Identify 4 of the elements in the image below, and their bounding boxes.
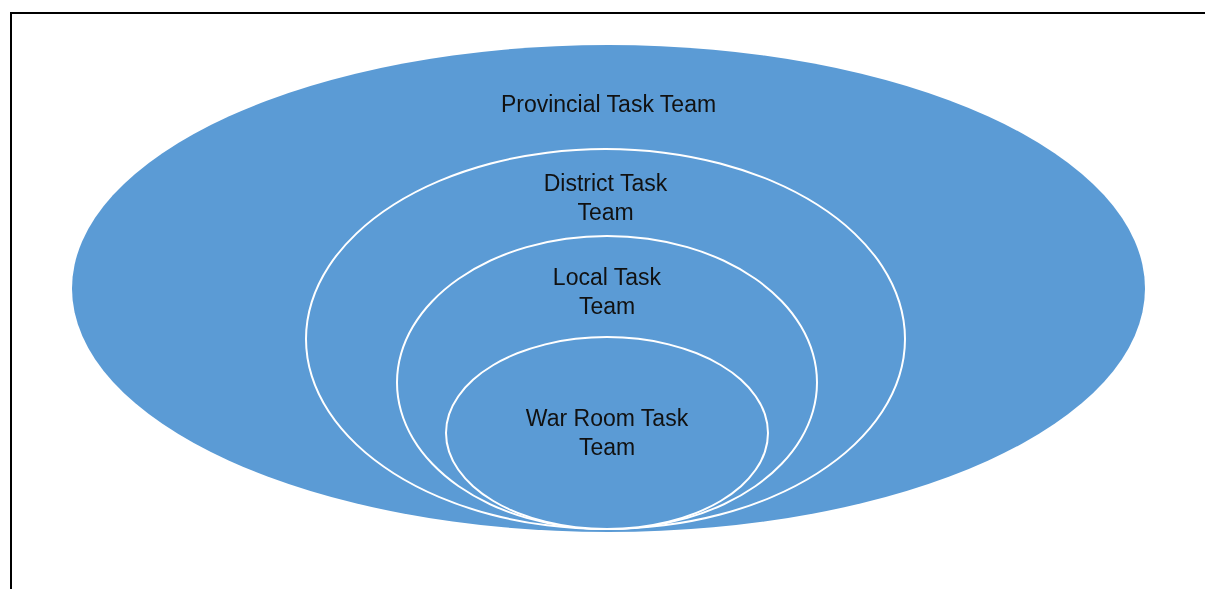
ellipse-label: Local Task Team	[551, 263, 663, 321]
ellipse-label: District Task Team	[542, 169, 669, 227]
ellipse-label: War Room Task Team	[524, 404, 690, 462]
ellipse-label: Provincial Task Team	[499, 90, 718, 119]
